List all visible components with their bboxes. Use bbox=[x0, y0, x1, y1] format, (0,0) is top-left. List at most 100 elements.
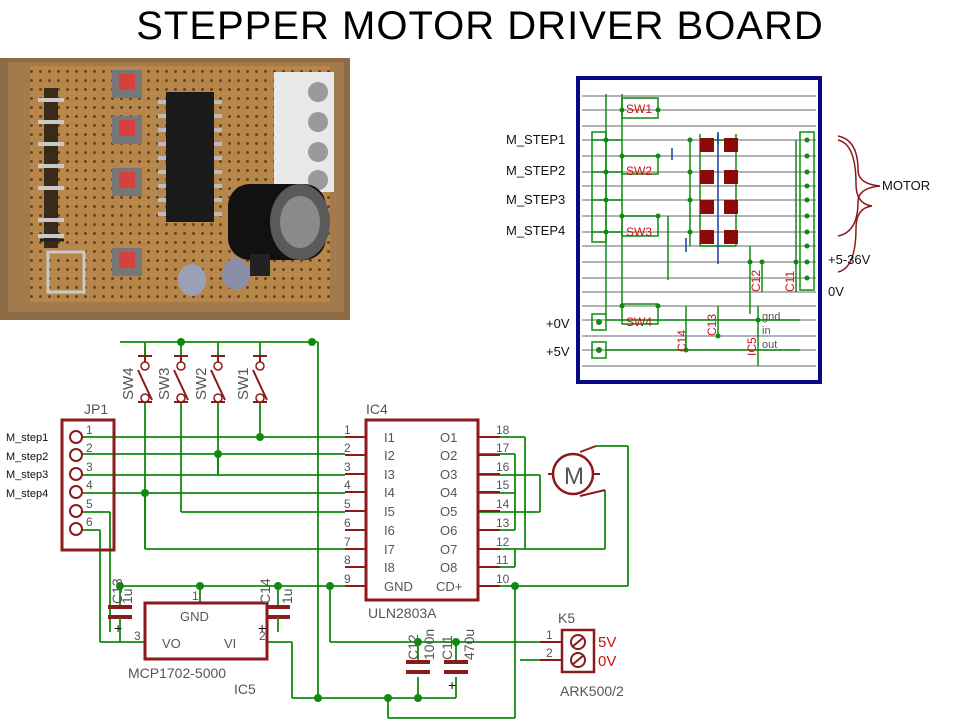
c12-value: 100n bbox=[421, 629, 437, 660]
ic4-rname-6: O6 bbox=[440, 523, 457, 538]
c14-value: 1u bbox=[279, 588, 295, 604]
ic4-lpin-4: 4 bbox=[344, 478, 351, 492]
ic4-lname-7: I7 bbox=[384, 542, 395, 557]
k5-label-5v: 5V bbox=[598, 634, 616, 651]
ic4-lname-9: GND bbox=[384, 579, 413, 594]
ic4-rname-2: O2 bbox=[440, 448, 457, 463]
schematic-wires bbox=[82, 341, 629, 719]
capacitors: + + + C13 1u C14 1u C12 100n C11 470u bbox=[108, 578, 477, 693]
pcb-layout: M_STEP1 M_STEP2 M_STEP3 M_STEP4 +0V +5V … bbox=[506, 76, 873, 384]
ic4-rname-3: O3 bbox=[440, 467, 457, 482]
k5-part: ARK500/2 bbox=[560, 683, 624, 699]
ic4-name: IC4 bbox=[366, 401, 388, 417]
ic4-lname-4: I4 bbox=[384, 485, 395, 500]
ic4-lpin-5: 5 bbox=[344, 497, 351, 511]
ic4-rname-4: O4 bbox=[440, 485, 457, 500]
ic-pads bbox=[700, 138, 738, 244]
layout-label-mstep3: M_STEP3 bbox=[506, 192, 565, 207]
c13-value: 1u bbox=[119, 588, 135, 604]
jp1-signal-2: M_step2 bbox=[6, 451, 48, 463]
layout-c12: C12 bbox=[749, 270, 763, 292]
layout-sw3: SW3 bbox=[626, 225, 652, 239]
jp1-signal-1: M_step1 bbox=[6, 432, 48, 444]
reg-pin-vi: 2 bbox=[259, 629, 266, 643]
jp1-pin-1: 1 bbox=[86, 423, 93, 437]
ic4-rpin-15: 15 bbox=[496, 478, 510, 492]
c12-name: C12 bbox=[405, 634, 421, 660]
ic4-rpin-16: 16 bbox=[496, 460, 510, 474]
layout-motor-text: MOTOR bbox=[882, 178, 930, 193]
motor-brace: MOTOR bbox=[837, 135, 930, 237]
layout-c13: C13 bbox=[705, 314, 719, 336]
layout-sw4: SW4 bbox=[626, 315, 652, 329]
reg-pin-gnd: 1 bbox=[192, 589, 199, 603]
reg-vo-label: VO bbox=[162, 636, 181, 651]
ic4-rname-7: O7 bbox=[440, 542, 457, 557]
ic4-lpin-1: 1 bbox=[344, 423, 351, 437]
layout-label-5v: +5V bbox=[546, 344, 570, 359]
ic4-rpin-14: 14 bbox=[496, 497, 510, 511]
ic4-rname-8: O8 bbox=[440, 560, 457, 575]
reg-pin-vo: 3 bbox=[134, 629, 141, 643]
jp1-pin-2: 2 bbox=[86, 441, 93, 455]
ic4-lpin-9: 9 bbox=[344, 572, 351, 586]
layout-sw2: SW2 bbox=[626, 164, 652, 178]
ic4-lname-1: I1 bbox=[384, 430, 395, 445]
ic4-rname-9: CD+ bbox=[436, 579, 462, 594]
c13-plus: + bbox=[114, 620, 122, 636]
layout-border bbox=[576, 76, 822, 384]
ic4-rpin-17: 17 bbox=[496, 441, 510, 455]
jp1-pin-4: 4 bbox=[86, 478, 93, 492]
ic4-lname-8: I8 bbox=[384, 560, 395, 575]
jp1-name: JP1 bbox=[84, 401, 108, 417]
ic4-lname-5: I5 bbox=[384, 504, 395, 519]
layout-c14: C14 bbox=[675, 330, 689, 352]
reg-part: MCP1702-5000 bbox=[128, 665, 226, 681]
ic4-lname-2: I2 bbox=[384, 448, 395, 463]
jp1-pin-6: 6 bbox=[86, 515, 93, 529]
c11-name: C11 bbox=[439, 635, 455, 660]
c11-plus: + bbox=[448, 677, 456, 693]
c14-name: C14 bbox=[257, 578, 273, 604]
layout-label-mstep4: M_STEP4 bbox=[506, 223, 565, 238]
layout-c11: C11 bbox=[783, 271, 797, 292]
layout-supply-zero: 0V bbox=[828, 284, 844, 299]
switch-label-sw4: SW4 bbox=[120, 367, 137, 400]
k5-pin-2: 2 bbox=[546, 646, 553, 660]
jp1-signal-4: M_step4 bbox=[6, 488, 48, 500]
ic4-part: ULN2803A bbox=[368, 605, 437, 621]
jp1-pin-5: 5 bbox=[86, 497, 93, 511]
ic4-rpin-18: 18 bbox=[496, 423, 510, 437]
layout-ic5-out: out bbox=[762, 339, 777, 351]
ic4-rname-5: O5 bbox=[440, 504, 457, 519]
ic4-lpin-8: 8 bbox=[344, 553, 351, 567]
motor-label: M bbox=[564, 463, 584, 490]
layout-ic5-in: in bbox=[762, 325, 771, 337]
motor-symbol: M bbox=[548, 445, 606, 497]
switch-label-sw2: SW2 bbox=[193, 367, 210, 400]
jp1-connector: JP1 1 2 3 4 5 6 M_step1 M_step2 M_step3 … bbox=[6, 401, 116, 552]
k5-label-0v: 0V bbox=[598, 653, 616, 670]
k5-pin-1: 1 bbox=[546, 628, 553, 642]
layout-ic5-gnd: gnd bbox=[762, 311, 780, 323]
jp1-pin-3: 3 bbox=[86, 460, 93, 474]
ic4-lpin-2: 2 bbox=[344, 441, 351, 455]
ic4-rpin-13: 13 bbox=[496, 516, 510, 530]
jp1-signal-3: M_step3 bbox=[6, 469, 48, 481]
k5-terminal: K5 ARK500/2 1 2 5V 0V bbox=[540, 610, 624, 699]
schematic: JP1 1 2 3 4 5 6 M_step1 M_step2 M_step3 … bbox=[6, 338, 629, 719]
switch-label-sw1: SW1 bbox=[235, 367, 252, 400]
ic4-lpin-3: 3 bbox=[344, 460, 351, 474]
ic4-lname-3: I3 bbox=[384, 467, 395, 482]
layout-label-mstep2: M_STEP2 bbox=[506, 163, 565, 178]
c13-name: C13 bbox=[109, 578, 125, 604]
c14-plus: + bbox=[258, 620, 266, 636]
layout-ic5: IC5 bbox=[745, 337, 759, 356]
ic4-rname-1: O1 bbox=[440, 430, 457, 445]
layout-supply-plus: +5-36V bbox=[828, 252, 871, 267]
photo-buttons bbox=[112, 70, 142, 276]
reg-vi-label: VI bbox=[224, 636, 236, 651]
regulator-mcp1702: GND VO VI 3 2 1 MCP1702-5000 IC5 bbox=[128, 589, 269, 697]
layout-label-mstep1: M_STEP1 bbox=[506, 132, 565, 147]
